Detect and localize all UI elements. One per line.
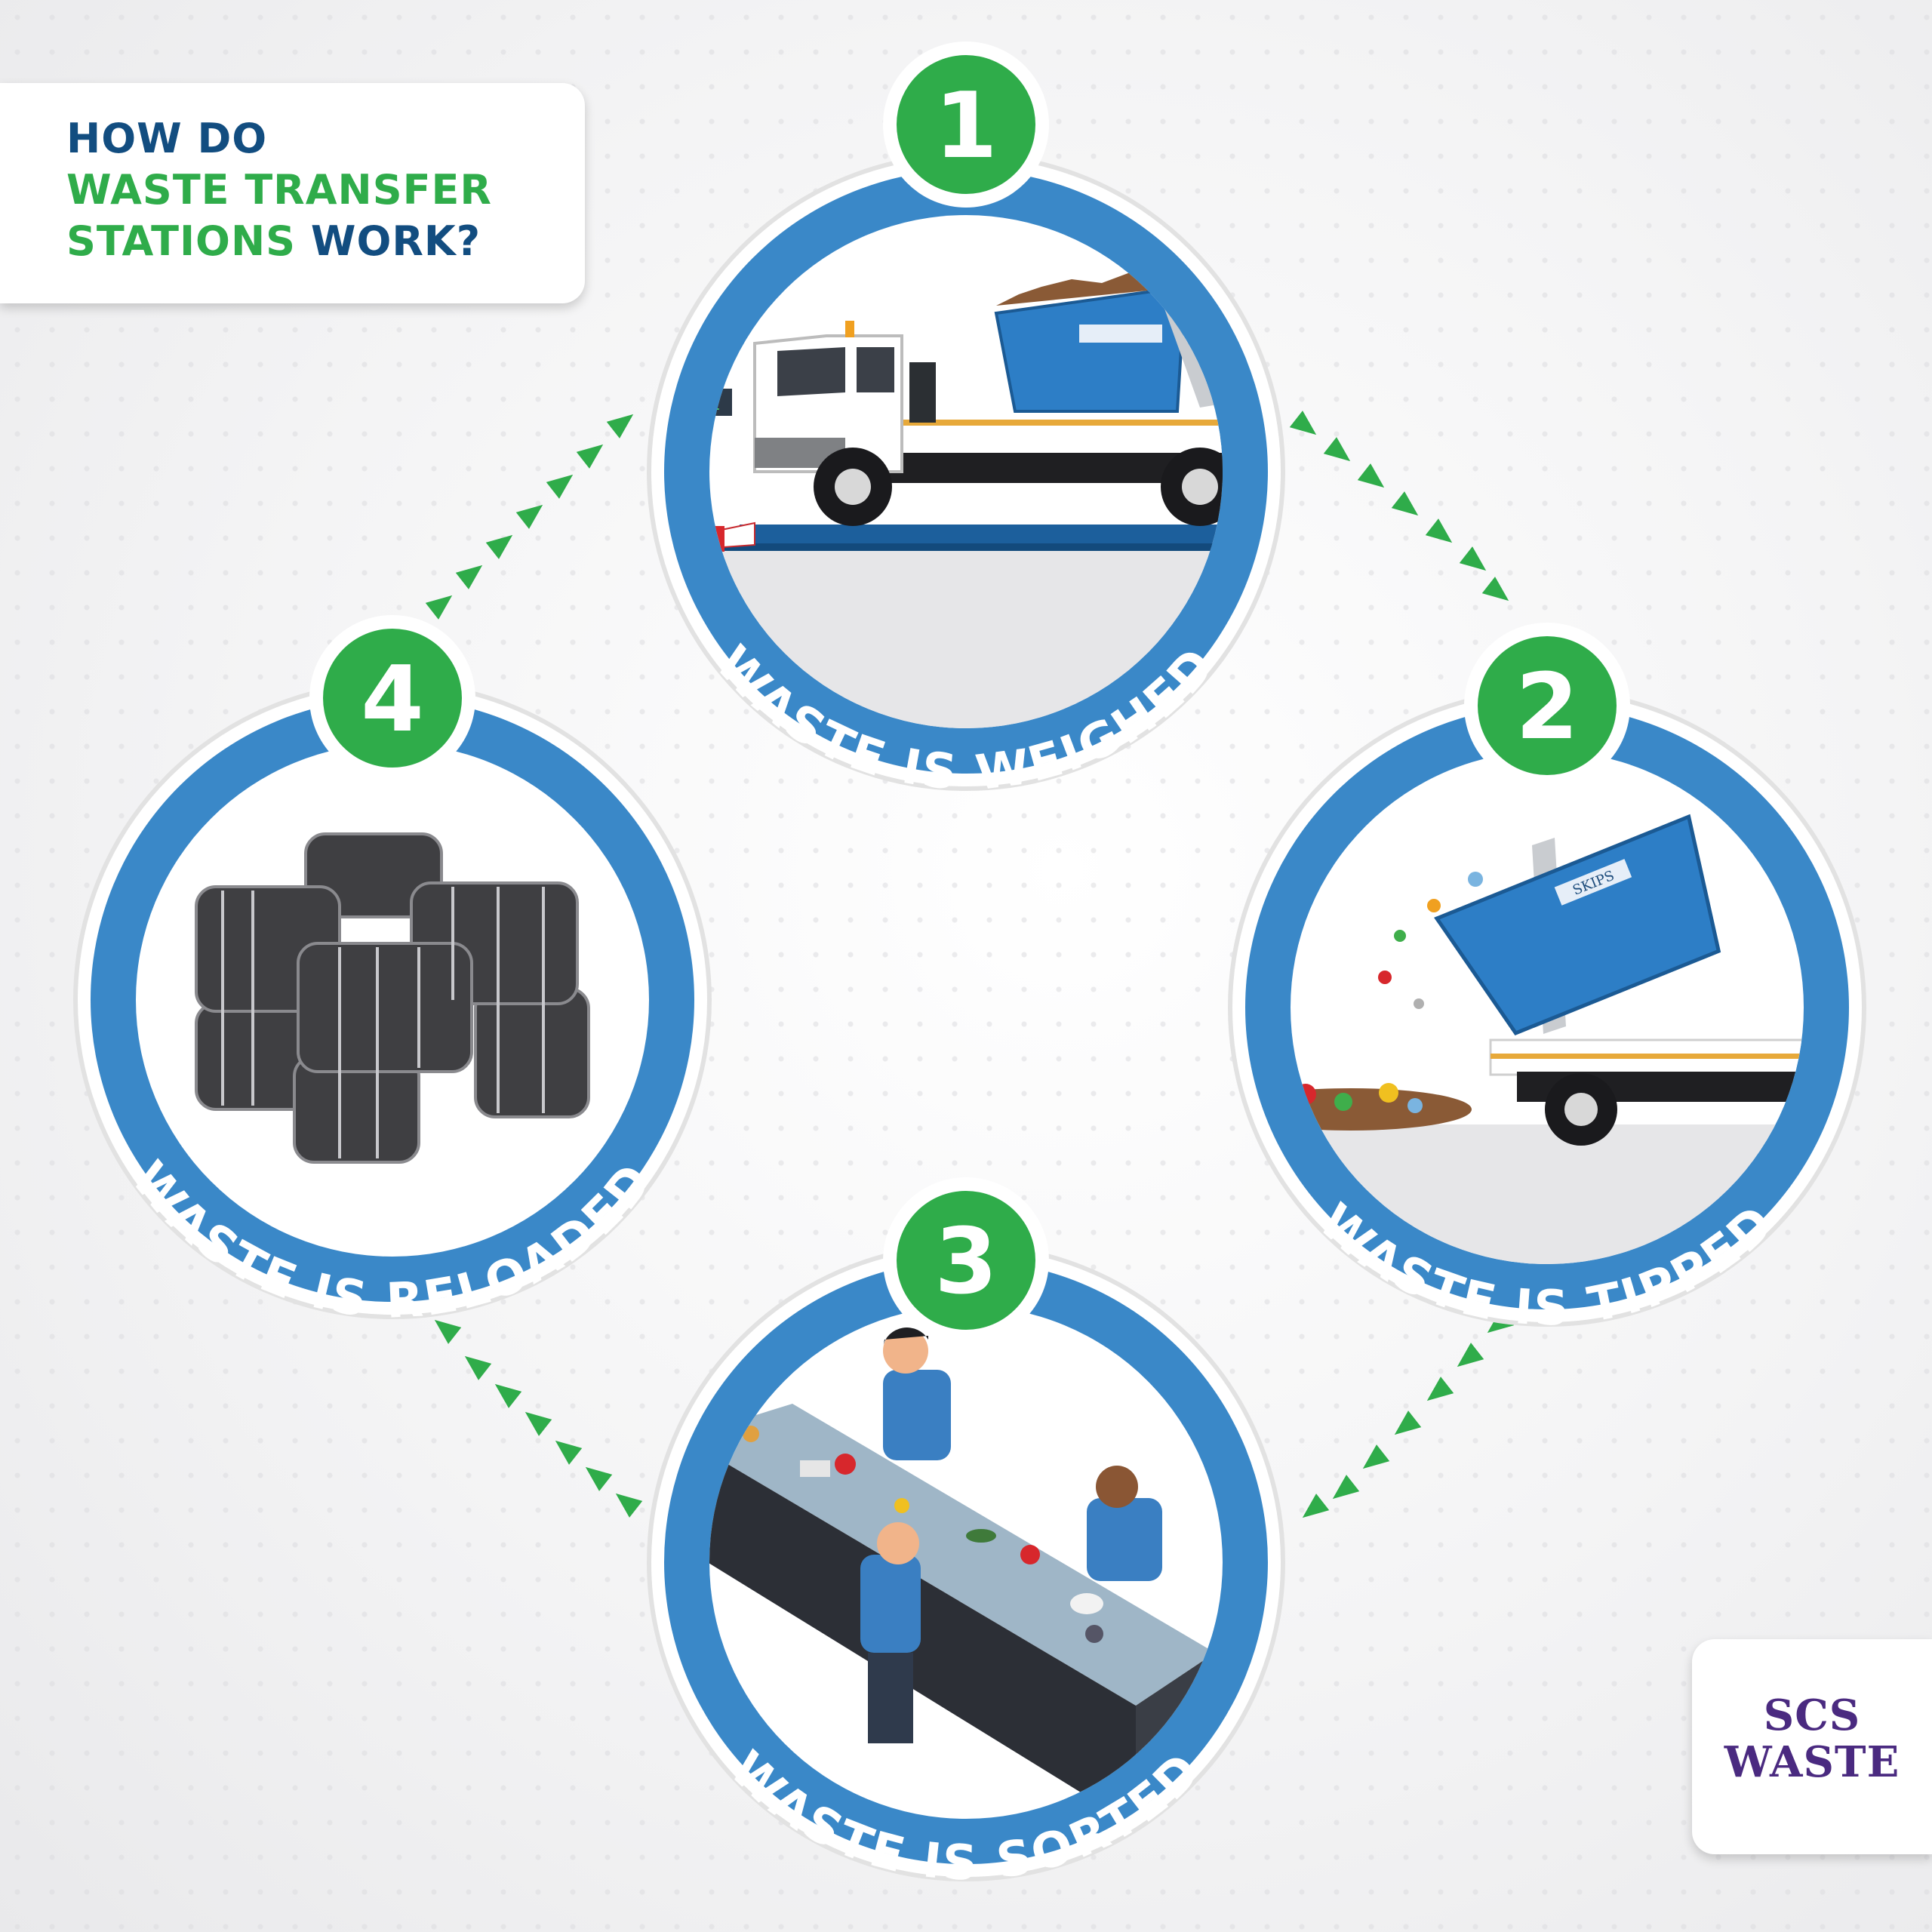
step-2-number: 2 xyxy=(1515,655,1579,760)
step-3-number: 3 xyxy=(934,1210,998,1315)
step-3-badge xyxy=(897,1191,1035,1330)
arrow-1-to-2 xyxy=(1289,411,1515,610)
logo-line-1: SCS xyxy=(1763,1690,1861,1740)
arrow-2-to-3 xyxy=(1296,1309,1515,1527)
step-1-waste-is-weighed: 8002 1 WASTE IS WEIGHED xyxy=(647,42,1285,801)
logo-line-2: WASTE xyxy=(1724,1737,1900,1787)
step-3-waste-is-sorted: 3 WASTE IS SORTED xyxy=(647,1177,1285,1891)
title-line-3-navy: WORK? xyxy=(310,217,481,265)
waste-bales-illustration xyxy=(195,832,590,1164)
step-4-number: 4 xyxy=(361,648,424,752)
title-line-1: HOW DO xyxy=(66,115,268,162)
title-line-2: WASTE TRANSFER xyxy=(66,166,492,214)
title-line-3-green: STATIONS xyxy=(66,217,297,265)
arrow-3-to-4 xyxy=(428,1311,643,1518)
step-2-waste-is-tipped: SKIPS 2 WASTE IS TIPPED xyxy=(1228,623,1866,1337)
step-4-waste-is-reloaded: 4 WASTE IS RELOADED xyxy=(73,615,712,1330)
step-2-badge xyxy=(1478,636,1617,775)
logo-card: SCS WASTE xyxy=(1692,1639,1932,1854)
step-1-badge xyxy=(897,55,1035,194)
page-title: HOW DO WASTE TRANSFER STATIONS WORK? xyxy=(66,113,492,267)
title-card: HOW DO WASTE TRANSFER STATIONS WORK? xyxy=(0,83,585,303)
step-4-badge xyxy=(323,629,462,768)
company-logo: SCS WASTE xyxy=(1692,1692,1932,1786)
step-1-number: 1 xyxy=(934,74,998,179)
arrow-4-to-1 xyxy=(425,405,640,620)
